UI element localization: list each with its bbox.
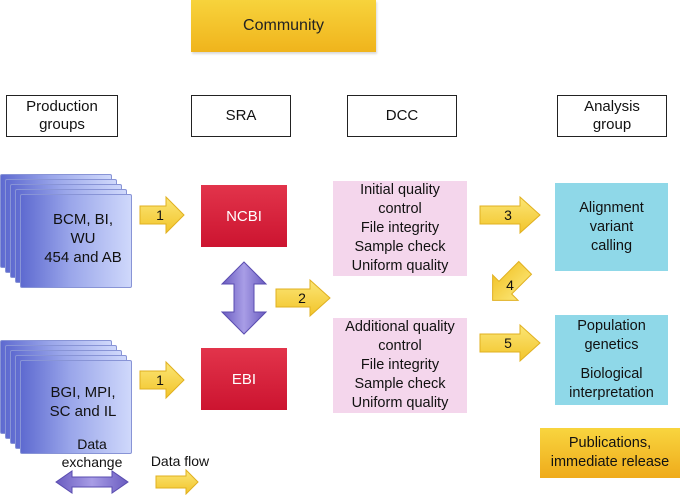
community-label: Community — [243, 17, 324, 34]
publications-line2: immediate release — [550, 454, 670, 470]
publications-line1: Publications, — [568, 435, 652, 451]
dcc-initial-line2: control — [378, 201, 422, 217]
header-sra-label: SRA — [225, 107, 257, 124]
producer-bottom-line2: SC and IL — [49, 403, 117, 420]
legend-exchange-arrow — [55, 470, 129, 494]
legend-flow-arrow — [155, 468, 199, 495]
header-analysis-line2: group — [592, 116, 632, 133]
header-sra: SRA — [191, 95, 291, 137]
header-analysis-line1: Analysis — [584, 98, 640, 115]
legend-exchange-line2: exchange — [61, 454, 123, 470]
arrow-number-3: 3 — [504, 207, 512, 223]
dcc-additional-line3: File integrity — [360, 357, 440, 373]
community-box: Community — [191, 0, 376, 52]
flow-arrow-5: 5 — [479, 323, 541, 363]
flow-arrow-3: 3 — [479, 195, 541, 235]
dcc-initial-box: Initial quality control File integrity S… — [333, 181, 467, 276]
producer-bottom-line1: BGI, MPI, — [50, 384, 116, 401]
population-box: Population genetics Biological interpret… — [555, 315, 668, 405]
producer-card — [20, 194, 132, 288]
alignment-box: Alignment variant calling — [555, 183, 668, 271]
population-line2: genetics — [584, 337, 639, 353]
ncbi-label: NCBI — [226, 207, 262, 225]
biological-line1: Biological — [580, 366, 643, 382]
dcc-additional-box: Additional quality control File integrit… — [333, 318, 467, 413]
arrow-number-1a: 1 — [156, 207, 164, 223]
alignment-line3: calling — [590, 237, 633, 254]
publications-box: Publications, immediate release — [540, 428, 680, 478]
alignment-line2: variant — [589, 218, 634, 235]
arrow-number-4: 4 — [506, 277, 514, 293]
header-analysis-group: Analysis group — [557, 95, 667, 137]
legend-exchange-label: Data exchange — [54, 435, 130, 471]
alignment-line1: Alignment — [579, 199, 644, 216]
producer-bottom-label: BGI, MPI, SC and IL — [28, 383, 138, 421]
producer-top-line1: BCM, BI, — [52, 211, 113, 228]
header-production-line2: groups — [39, 116, 85, 133]
producer-card — [20, 360, 132, 454]
producer-top-line2: WU — [70, 230, 96, 247]
dcc-initial-line5: Uniform quality — [351, 258, 449, 274]
dcc-additional-line2: control — [378, 338, 422, 354]
biological-line2: interpretation — [569, 385, 654, 401]
arrow-number-1b: 1 — [156, 372, 164, 388]
dcc-additional-line1: Additional quality — [345, 319, 455, 335]
header-dcc-label: DCC — [385, 107, 419, 124]
population-line1: Population — [577, 318, 646, 334]
dcc-initial-line3: File integrity — [360, 220, 440, 236]
header-production-line1: Production — [26, 98, 98, 115]
header-dcc: DCC — [347, 95, 457, 137]
ebi-box: EBI — [201, 348, 287, 410]
dcc-additional-line5: Uniform quality — [351, 395, 449, 411]
ebi-label: EBI — [231, 370, 257, 388]
arrow-number-5: 5 — [504, 335, 512, 351]
legend-flow-label: Data flow — [140, 452, 220, 470]
flow-arrow-2: 2 — [275, 278, 331, 318]
legend-exchange-line1: Data — [77, 436, 107, 452]
header-production-groups: Production groups — [6, 95, 118, 137]
producer-top-label: BCM, BI, WU 454 and AB — [28, 210, 138, 267]
dcc-additional-line4: Sample check — [354, 376, 446, 392]
flow-arrow-1-bottom: 1 — [139, 360, 185, 400]
legend-flow-text: Data flow — [150, 453, 210, 469]
producer-top-line3: 454 and AB — [44, 249, 122, 266]
ncbi-box: NCBI — [201, 185, 287, 247]
arrow-number-2: 2 — [298, 290, 306, 306]
dcc-initial-line4: Sample check — [354, 239, 446, 255]
flow-arrow-4 — [492, 260, 533, 301]
flow-arrow-1-top: 1 — [139, 195, 185, 235]
exchange-arrow-vertical — [220, 261, 268, 335]
dcc-initial-line1: Initial quality — [360, 182, 440, 198]
